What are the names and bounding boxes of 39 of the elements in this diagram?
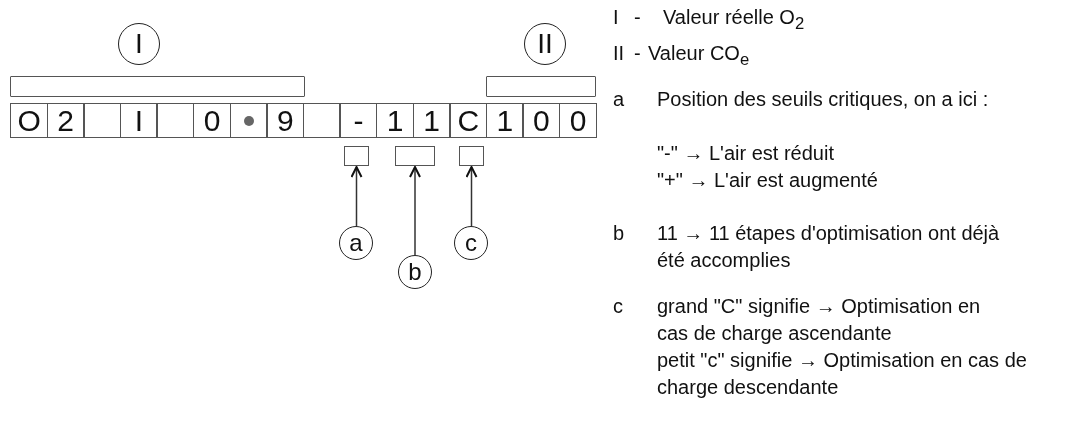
key-text: "+" → L'air est augmenté [657,168,879,193]
key-dash: - [634,5,641,30]
key-letter: c [613,294,623,319]
key-dash: - [634,41,641,66]
marker-box [395,146,435,166]
key-letter: II [613,41,625,66]
display-digit: 0 [559,103,598,138]
display-digit: - [339,103,378,138]
key-text: "-" → L'air est réduit [657,141,835,166]
display-digit: 0 [522,103,561,138]
key-letter: I [613,5,619,30]
key-letter: a [613,87,625,112]
callout-letter: c [454,226,488,260]
key-text: 11 → 11 étapes d'optimisation ont déjà été accomplies [657,221,1001,273]
callout-number: II [524,23,566,65]
callout-number: I [118,23,160,65]
display-digit: 1 [485,103,524,138]
key-text: Position des seuils critiques, on a ici : [657,87,990,112]
display-digit: O [10,103,49,138]
display-digit: 1 [412,103,451,138]
key-text: petit "c" signifie → Optimisation en cas de charge descendante [657,348,1028,400]
key-text: Valeur réelle O$_{2}$ [663,5,806,35]
callout-letter: b [398,255,432,289]
callout-letter: a [339,226,373,260]
display-digit: 9 [266,103,305,138]
key-letter: b [613,221,625,246]
range-bar [486,76,596,97]
display-digit: I [119,103,158,138]
marker-box [344,146,369,166]
arrow [350,166,363,227]
marker-box [459,146,484,166]
arrow [409,166,421,256]
display-digit: C [449,103,488,138]
arrow [465,166,478,227]
display-digit: 2 [46,103,85,138]
range-bar [10,76,305,97]
display-digit: 0 [193,103,232,138]
display-digit: 1 [376,103,415,138]
key-text: Valeur CO$_{e}$ [648,41,751,71]
